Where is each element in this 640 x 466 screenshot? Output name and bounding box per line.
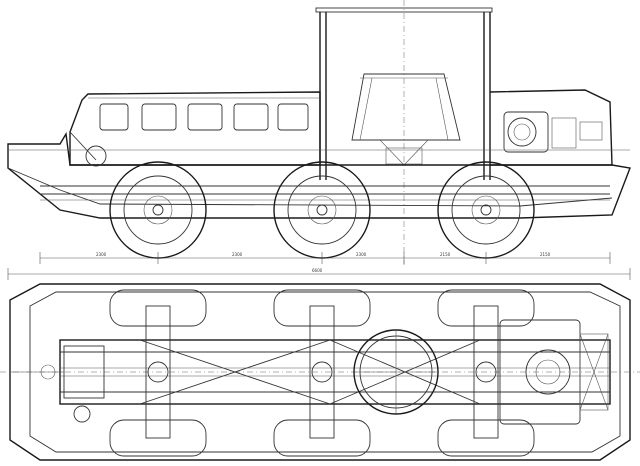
dim-label: 2300: [96, 252, 107, 257]
dim-label: 6600: [312, 268, 323, 273]
overall-dimension-line: 6600: [7, 268, 631, 280]
dim-label: 2150: [540, 252, 551, 257]
hull: [7, 131, 631, 219]
plan-view: [0, 283, 640, 461]
engine-plan: [499, 319, 609, 425]
wheel-middle: [273, 161, 371, 259]
wheel-rear: [437, 161, 535, 259]
wheel-front: [109, 161, 207, 259]
dim-label: 2300: [232, 252, 243, 257]
plan-wheels: [109, 289, 535, 457]
cabin-body: [69, 89, 613, 166]
side-dimension-line: 2300 2300 2300 2150 2150: [39, 252, 611, 264]
turntable: [353, 329, 439, 415]
side-elevation-view: 2300 2300 2300 2150 2150: [7, 0, 631, 265]
front-controls-plan: [10, 345, 105, 423]
dim-label: 2300: [356, 252, 367, 257]
lifting-frame: [315, 0, 493, 265]
axles: [145, 305, 499, 439]
dim-label: 2150: [440, 252, 451, 257]
